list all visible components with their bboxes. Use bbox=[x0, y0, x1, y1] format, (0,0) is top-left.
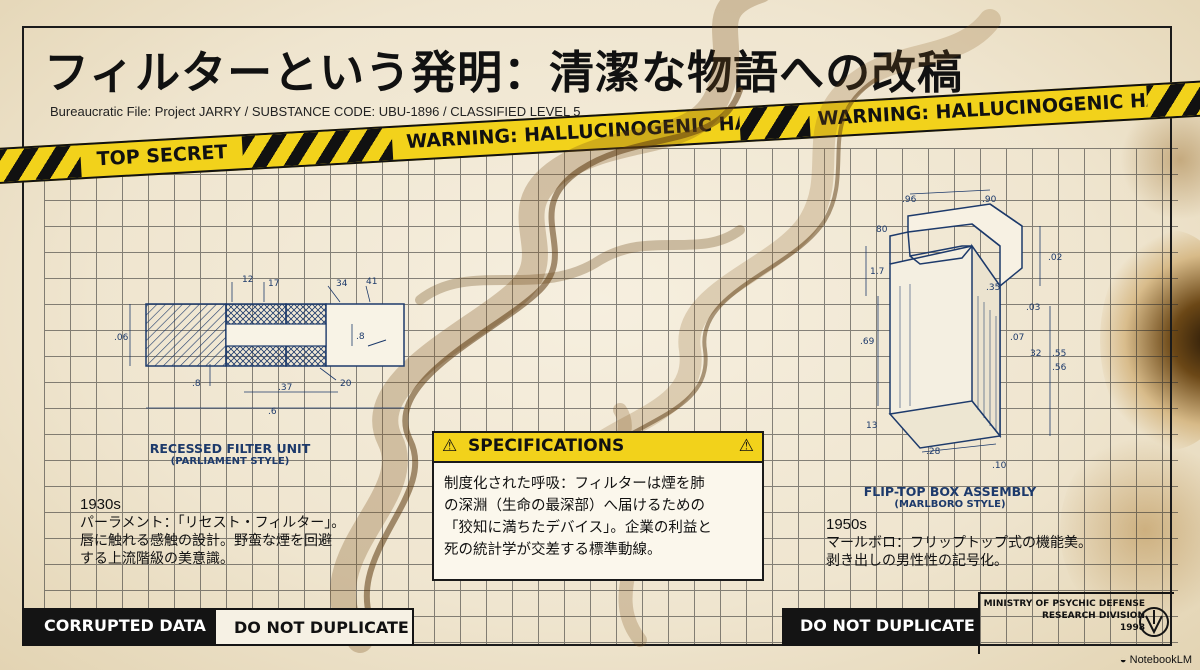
dim-label: .69 bbox=[860, 337, 875, 347]
box-body bbox=[888, 203, 1023, 449]
notebooklm-logo-icon: ◒ bbox=[1119, 654, 1130, 666]
box-dimension-lines bbox=[865, 189, 1051, 453]
left-era-note: 1930s パーラメント：「リセスト・フィルター」。 唇に触れる感触の設計。野蛮… bbox=[80, 496, 345, 568]
dim-label: 20 bbox=[340, 379, 352, 389]
dim-label: .37 bbox=[278, 383, 292, 393]
ministry-stamp-box bbox=[978, 592, 1174, 654]
dim-label: 41 bbox=[366, 277, 377, 287]
right-desc-line: 剥き出しの男性性の記号化。 bbox=[826, 553, 1008, 569]
spec-line: 「狡知に満ちたデバイス」。企業の利益と bbox=[444, 520, 712, 536]
specifications-heading: SPECIFICATIONS bbox=[468, 436, 625, 456]
do-not-duplicate-badge-left: DO NOT DUPLICATE bbox=[214, 608, 414, 646]
spec-line: 制度化された呼吸：フィルターは煙を肺 bbox=[444, 476, 705, 492]
ministry-line: 1998 bbox=[1119, 623, 1145, 633]
filter-body bbox=[145, 303, 405, 367]
dim-label: 32 bbox=[1030, 349, 1041, 359]
do-not-duplicate-badge-right: DO NOT DUPLICATE bbox=[782, 608, 978, 646]
dim-label: .8 bbox=[356, 332, 365, 342]
dim-label: .03 bbox=[1026, 303, 1040, 313]
corrupted-data-badge: CORRUPTED DATA bbox=[22, 608, 214, 646]
right-caption: FLIP-TOP BOX ASSEMBLY (MARLBORO STYLE) bbox=[850, 484, 1050, 510]
dim-label: 80 bbox=[876, 225, 888, 235]
dim-label: 17 bbox=[268, 279, 279, 289]
left-desc-line: パーラメント：「リセスト・フィルター」。 bbox=[80, 515, 346, 531]
spec-line: の深淵（生命の最深部）へ届けるための bbox=[444, 498, 705, 514]
warning-triangle-icon: ⚠ bbox=[738, 436, 754, 456]
dim-label: .28 bbox=[926, 447, 941, 457]
dim-label: .06 bbox=[114, 333, 129, 343]
specifications-box: ⚠ SPECIFICATIONS ⚠ 制度化された呼吸：フィルターは煙を肺 の深… bbox=[432, 431, 764, 581]
specifications-body: 制度化された呼吸：フィルターは煙を肺 の深淵（生命の最深部）へ届けるための 「狡… bbox=[434, 463, 762, 571]
dim-label: .07 bbox=[1010, 333, 1024, 343]
dim-label: .55 bbox=[1052, 349, 1066, 359]
document-frame bbox=[22, 26, 1172, 646]
dim-label: .56 bbox=[1052, 363, 1067, 373]
warning-triangle-icon: ⚠ bbox=[442, 436, 458, 456]
dim-label: 34 bbox=[336, 279, 348, 289]
dim-label: .10 bbox=[992, 461, 1007, 471]
right-desc-line: マールボロ：フリップトップ式の機能美。 bbox=[826, 535, 1092, 551]
flip-top-box-drawing: .96 .90 80 .02 1.7 .35 .03 .69 .07 32 .5… bbox=[860, 189, 1067, 471]
left-caption: RECESSED FILTER UNIT (PARLIAMENT STYLE) bbox=[130, 441, 330, 467]
spec-line: 死の統計学が交差する標準動線。 bbox=[444, 542, 662, 558]
dim-label: .96 bbox=[902, 195, 917, 205]
right-year: 1950s bbox=[826, 516, 867, 533]
dim-label: .8 bbox=[192, 379, 201, 389]
left-desc-line: する上流階級の美意識。 bbox=[80, 551, 234, 567]
right-caption-subtitle: (MARLBORO STYLE) bbox=[894, 499, 1006, 510]
left-desc-line: 唇に触れる感触の設計。野蛮な煙を回避 bbox=[80, 533, 332, 549]
dim-label: 13 bbox=[866, 421, 877, 431]
ministry-line: RESEARCH DIVISION bbox=[1041, 611, 1145, 621]
recessed-filter-drawing: 12 17 34 41 .06 .8 .8 .37 20 .6 bbox=[114, 275, 405, 417]
specifications-header: ⚠ SPECIFICATIONS ⚠ bbox=[434, 433, 762, 463]
right-caption-title: FLIP-TOP BOX ASSEMBLY bbox=[863, 484, 1037, 499]
dimension-lines bbox=[129, 282, 404, 409]
notebooklm-watermark: ◒ NotebookLM bbox=[1120, 654, 1192, 666]
dim-label: .6 bbox=[268, 407, 277, 417]
dim-label: .02 bbox=[1048, 253, 1062, 263]
ministry-line: MINISTRY OF PSYCHIC DEFENSE bbox=[983, 599, 1145, 609]
dim-label: 12 bbox=[242, 275, 253, 285]
left-year: 1930s bbox=[80, 496, 121, 513]
file-subtitle: Bureaucratic File: Project JARRY / SUBST… bbox=[50, 104, 581, 119]
dim-label: .90 bbox=[982, 195, 997, 205]
page-title: フィルターという発明：清潔な物語への改稿 bbox=[44, 46, 964, 99]
notebooklm-label: NotebookLM bbox=[1129, 654, 1192, 666]
left-caption-subtitle: (PARLIAMENT STYLE) bbox=[170, 456, 290, 467]
right-era-note: 1950s マールボロ：フリップトップ式の機能美。 剥き出しの男性性の記号化。 bbox=[826, 516, 1092, 570]
ministry-emblem-icon bbox=[1139, 607, 1169, 637]
left-caption-title: RECESSED FILTER UNIT bbox=[149, 441, 311, 456]
dim-label: 1.7 bbox=[870, 267, 884, 277]
box-shading bbox=[899, 284, 997, 432]
dim-label: .35 bbox=[986, 283, 1000, 293]
ministry-stamp: MINISTRY OF PSYCHIC DEFENSE RESEARCH DIV… bbox=[983, 598, 1145, 634]
